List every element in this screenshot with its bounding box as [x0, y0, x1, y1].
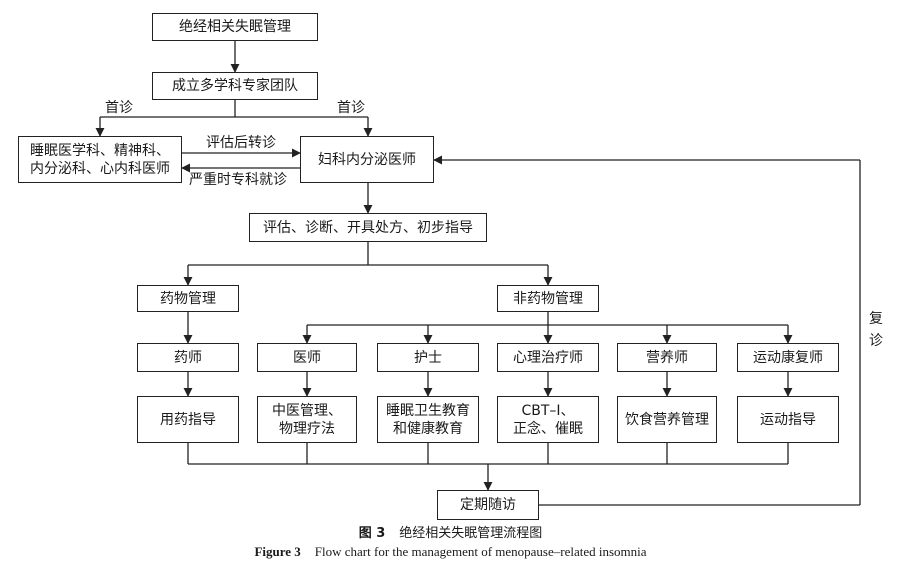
node-sleep-hygiene-education: 睡眠卫生教育 和健康教育 — [377, 396, 479, 443]
node-drug-management: 药物管理 — [137, 285, 239, 312]
node-rehab-therapist: 运动康复师 — [737, 343, 839, 372]
node-diet-nutrition: 饮食营养管理 — [617, 396, 717, 443]
node-doctor: 医师 — [257, 343, 357, 372]
node-nurse: 护士 — [377, 343, 479, 372]
label-first-visit-right: 首诊 — [337, 100, 365, 116]
node-psychotherapist: 心理治疗师 — [497, 343, 599, 372]
node-regular-followup: 定期随访 — [437, 490, 539, 520]
node-exercise-guidance: 运动指导 — [737, 396, 839, 443]
node-menopause-insomnia-management: 绝经相关失眠管理 — [152, 13, 318, 41]
node-nondrug-management: 非药物管理 — [497, 285, 599, 312]
node-specialists: 睡眠医学科、精神科、 内分泌科、心内科医师 — [18, 136, 182, 183]
node-assessment: 评估、诊断、开具处方、初步指导 — [249, 213, 487, 242]
node-cbt-mindfulness: CBT–I、 正念、催眠 — [497, 396, 599, 443]
label-first-visit-left: 首诊 — [105, 100, 133, 116]
node-gynecologic-endocrinologist: 妇科内分泌医师 — [300, 136, 434, 183]
label-referral-after-assessment: 评估后转诊 — [206, 135, 276, 151]
node-tcm-physiotherapy: 中医管理、 物理疗法 — [257, 396, 357, 443]
node-multidisciplinary-team: 成立多学科专家团队 — [152, 72, 318, 100]
label-severe-specialist: 严重时专科就诊 — [189, 172, 287, 188]
label-revisit: 复诊 — [869, 311, 883, 349]
node-medication-guidance: 用药指导 — [137, 396, 239, 443]
node-dietitian: 营养师 — [617, 343, 717, 372]
node-pharmacist: 药师 — [137, 343, 239, 372]
